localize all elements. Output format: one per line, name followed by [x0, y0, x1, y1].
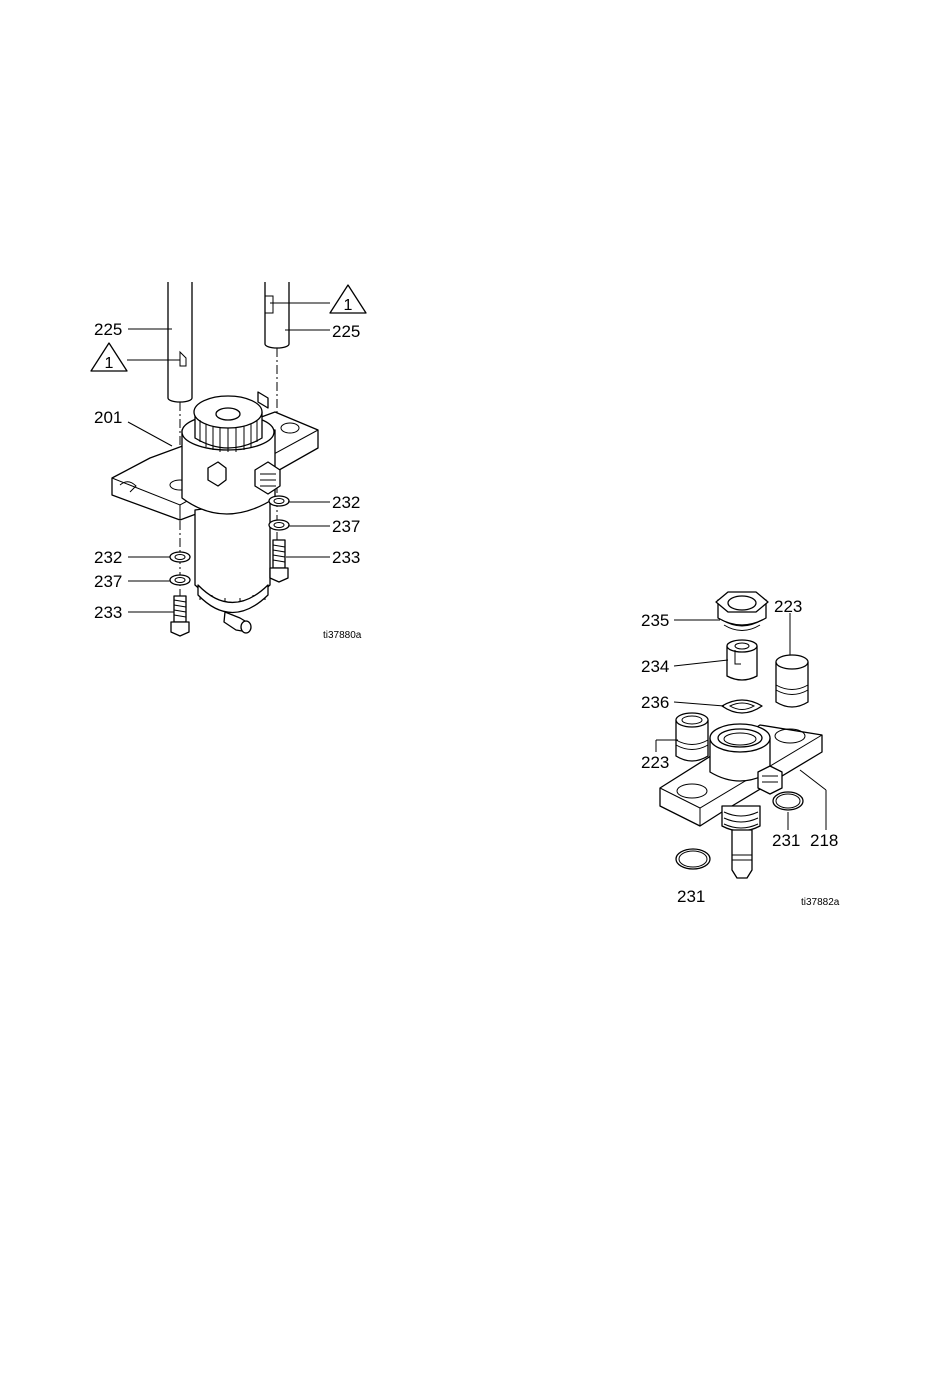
- callout-223-left: 223: [641, 753, 669, 772]
- figure-id-ti37882a: ti37882a: [801, 897, 840, 908]
- figure-pump-assembly: 1 1 225 225 201 232 237 233 232 237 2: [91, 282, 366, 641]
- callout-232-right: 232: [332, 493, 360, 512]
- washer-232-right: [269, 496, 289, 506]
- washer-237-right: [269, 520, 289, 530]
- cylinder-223-right: [776, 655, 808, 707]
- oring-231-bottom: [676, 849, 710, 869]
- packing-nut-235: [716, 592, 768, 631]
- callout-225-right: 225: [332, 322, 360, 341]
- drain-elbow-fitting: [224, 612, 251, 633]
- washer-232-left: [170, 552, 190, 562]
- callout-237-right: 237: [332, 517, 360, 536]
- warning-triangle-left: 1: [91, 343, 180, 372]
- callout-225-left: 225: [94, 320, 122, 339]
- callout-235: 235: [641, 611, 669, 630]
- callout-231-right: 231: [772, 831, 800, 850]
- oring-231-right: [773, 792, 803, 810]
- callout-234: 234: [641, 657, 669, 676]
- callout-237-left: 237: [94, 572, 122, 591]
- warning-mark-text: 1: [105, 355, 114, 372]
- callout-236: 236: [641, 693, 669, 712]
- callout-218: 218: [810, 831, 838, 850]
- callout-223-right: 223: [774, 597, 802, 616]
- rod-left: [168, 282, 192, 402]
- cylinder-223-left: [676, 713, 708, 761]
- screw-233-right: [270, 540, 288, 582]
- callout-232-left: 232: [94, 548, 122, 567]
- rod-right: [265, 282, 289, 348]
- figure-manifold-assembly: 235 223 234 236 223 231 218 231 ti37882a: [641, 592, 840, 908]
- gasket-236: [722, 700, 762, 713]
- callout-201: 201: [94, 408, 122, 427]
- callout-233-left: 233: [94, 603, 122, 622]
- reservoir-body: [195, 500, 270, 613]
- manifold-side-fitting: [758, 766, 782, 794]
- throat-sleeve-234: [727, 640, 757, 680]
- right-hardware-stack: [269, 496, 289, 582]
- warning-mark-text: 1: [344, 297, 353, 314]
- pump-rod-and-spring: [722, 806, 760, 878]
- figure-id-ti37880a: ti37880a: [323, 630, 362, 641]
- washer-237-left: [170, 575, 190, 585]
- callout-233-right: 233: [332, 548, 360, 567]
- callout-231-bottom: 231: [677, 887, 705, 906]
- screw-233-left: [171, 596, 189, 636]
